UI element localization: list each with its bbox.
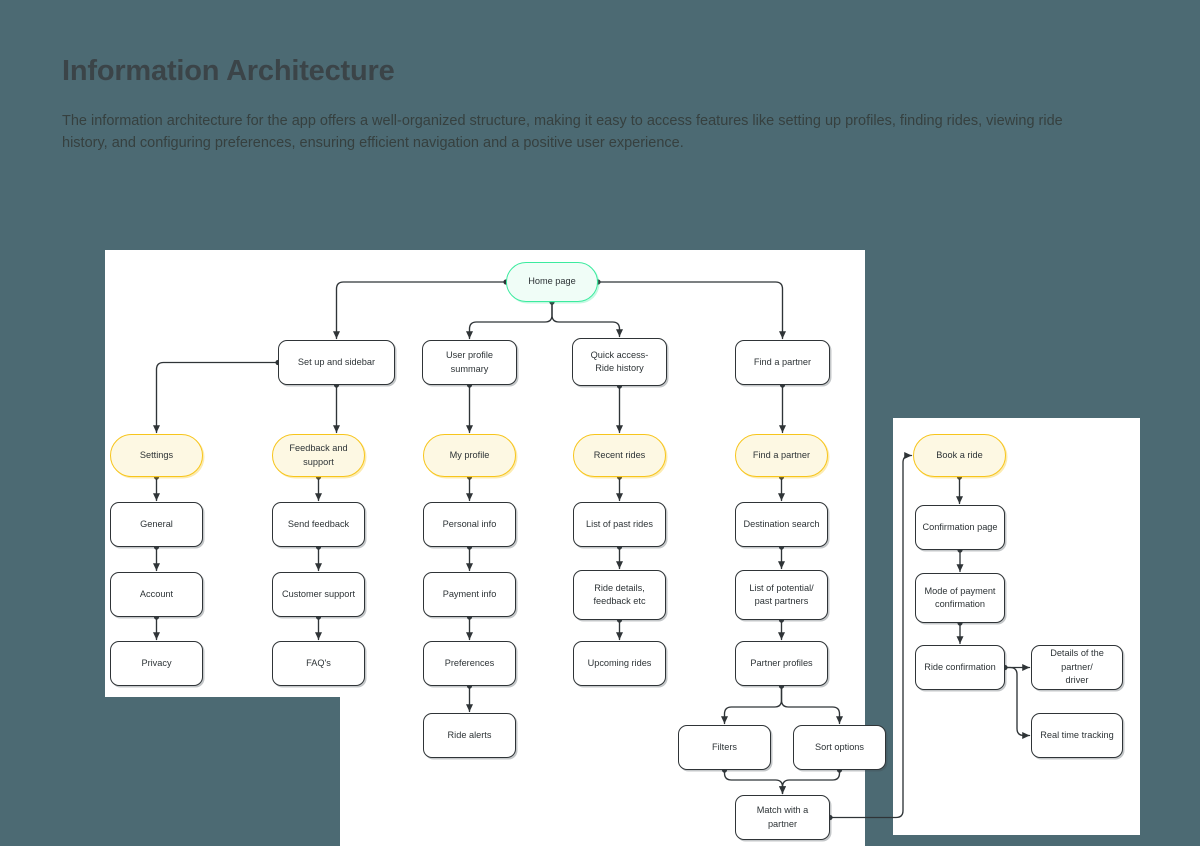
node-label: Find a partner — [752, 449, 811, 460]
node-feedback[interactable]: Feedback and support — [272, 434, 365, 477]
node-preferences[interactable]: Preferences — [423, 641, 516, 686]
node-home[interactable]: Home page — [506, 262, 598, 302]
node-ride-confirm[interactable]: Ride confirmation — [915, 645, 1005, 690]
node-ride-alerts[interactable]: Ride alerts — [423, 713, 516, 758]
node-profile-summary[interactable]: User profile summary — [422, 340, 517, 385]
node-label: Upcoming rides — [587, 657, 652, 668]
node-label: Set up and sidebar — [297, 356, 376, 367]
node-privacy[interactable]: Privacy — [110, 641, 203, 686]
node-faqs[interactable]: FAQ's — [272, 641, 365, 686]
node-label: Payment info — [442, 588, 497, 599]
node-sort-options[interactable]: Sort options — [793, 725, 886, 770]
node-find-partner-2[interactable]: Find a partner — [735, 434, 828, 477]
node-label: Customer support — [281, 588, 356, 599]
node-label: Account — [139, 588, 174, 599]
node-label: List of potential/past partners — [749, 582, 814, 606]
node-payment-info[interactable]: Payment info — [423, 572, 516, 617]
node-account[interactable]: Account — [110, 572, 203, 617]
node-upcoming-rides[interactable]: Upcoming rides — [573, 641, 666, 686]
node-label: Quick access-Ride history — [590, 349, 649, 373]
node-recent-rides[interactable]: Recent rides — [573, 434, 666, 477]
header: Information Architecture The information… — [62, 55, 1132, 155]
node-label: List of past rides — [586, 518, 653, 529]
node-personal-info[interactable]: Personal info — [423, 502, 516, 547]
node-label: Settings — [139, 449, 174, 460]
connector — [597, 281, 787, 340]
connector — [720, 685, 783, 725]
page-description: The information architecture for the app… — [62, 112, 1063, 152]
connector — [778, 769, 841, 795]
connector — [465, 301, 553, 340]
connector — [332, 281, 507, 340]
node-label: Find a partner — [753, 356, 812, 367]
node-tracking[interactable]: Real time tracking — [1031, 713, 1123, 758]
node-ride-details[interactable]: Ride details,feedback etc — [573, 570, 666, 620]
connector — [1004, 666, 1031, 740]
node-destination[interactable]: Destination search — [735, 502, 828, 547]
node-label: Book a ride — [936, 449, 983, 460]
node-potential[interactable]: List of potential/past partners — [735, 570, 828, 620]
node-match-partner[interactable]: Match with a partner — [735, 795, 830, 840]
node-label: Match with a partner — [756, 805, 809, 829]
node-filters[interactable]: Filters — [678, 725, 771, 770]
connector — [780, 685, 844, 725]
node-label: Confirmation page — [922, 521, 998, 532]
node-send-feedback[interactable]: Send feedback — [272, 502, 365, 547]
node-label: Feedback and support — [289, 443, 348, 467]
node-customer-support[interactable]: Customer support — [272, 572, 365, 617]
node-label: Filters — [711, 741, 737, 752]
page-title: Information Architecture — [62, 55, 395, 87]
node-book-a-ride[interactable]: Book a ride — [913, 434, 1006, 477]
node-setup[interactable]: Set up and sidebar — [278, 340, 395, 385]
node-label: Real time tracking — [1040, 729, 1114, 740]
node-label: Details of the partner/driver — [1050, 648, 1104, 686]
node-label: My profile — [449, 449, 490, 460]
node-past-rides[interactable]: List of past rides — [573, 502, 666, 547]
node-label: Preferences — [444, 657, 495, 668]
connector — [152, 361, 279, 434]
node-label: Send feedback — [287, 518, 350, 529]
node-find-partner-1[interactable]: Find a partner — [735, 340, 830, 385]
node-label: Ride confirmation — [924, 661, 996, 672]
node-my-profile[interactable]: My profile — [423, 434, 516, 477]
node-label: Recent rides — [593, 449, 646, 460]
node-label: Destination search — [743, 518, 820, 529]
node-label: Sort options — [814, 741, 865, 752]
node-label: Home page — [528, 276, 576, 287]
node-general[interactable]: General — [110, 502, 203, 547]
node-label: Ride details,feedback etc — [593, 582, 646, 606]
node-label: Privacy — [141, 657, 172, 668]
node-partner-profiles[interactable]: Partner profiles — [735, 641, 828, 686]
node-settings[interactable]: Settings — [110, 434, 203, 477]
node-label: General — [140, 518, 173, 529]
diagram-canvas-right — [893, 418, 1140, 835]
node-quick-access[interactable]: Quick access-Ride history — [572, 338, 667, 386]
node-label: Personal info — [442, 518, 497, 529]
node-label: FAQ's — [306, 657, 331, 668]
node-label: User profile summary — [446, 350, 493, 374]
connector — [551, 301, 624, 338]
node-label: Partner profiles — [750, 657, 813, 668]
node-confirmation[interactable]: Confirmation page — [915, 505, 1005, 550]
connector — [723, 769, 787, 795]
node-partner-details[interactable]: Details of the partner/driver — [1031, 645, 1123, 690]
node-label: Ride alerts — [447, 729, 492, 740]
